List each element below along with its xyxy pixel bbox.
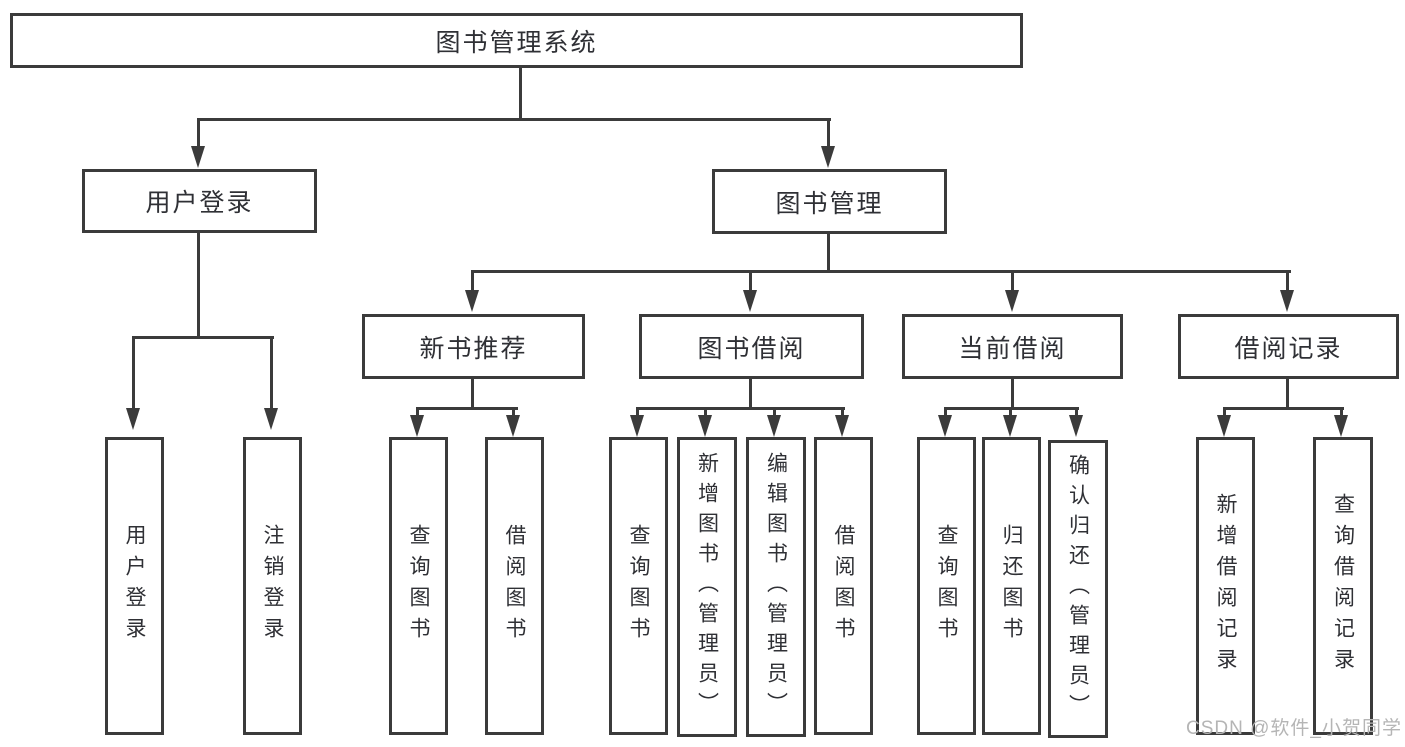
connector-drop-add-book — [704, 407, 707, 419]
connector-drop-add-borrow-record — [1223, 407, 1226, 419]
node-book-borrow: 图书借阅 — [639, 314, 864, 379]
arrowhead-down-query-book-1 — [410, 415, 424, 437]
connector-book-management-stem — [827, 232, 830, 273]
arrowhead-down-add-borrow-record — [1217, 415, 1231, 437]
leaf-borrow-book-1-label: 借阅图书 — [503, 524, 526, 648]
leaf-query-borrow-record-label: 查询借阅记录 — [1331, 493, 1355, 679]
connector-drop-borrow-book-2 — [841, 407, 844, 419]
csdn-watermark: CSDN @软件_小贺同学 — [1186, 718, 1402, 739]
arrowhead-down-leaf-logout — [264, 408, 278, 430]
leaf-user-login-label: 用户登录 — [123, 524, 146, 648]
leaf-query-borrow-record: 查询借阅记录 — [1313, 437, 1373, 735]
node-user-login-label: 用户登录 — [145, 189, 254, 217]
leaf-confirm-return-admin: 确认归还（管理员） — [1048, 440, 1108, 738]
arrowhead-down-book-management — [821, 146, 835, 168]
leaf-query-book-2: 查询图书 — [609, 437, 668, 735]
connector-drop-borrow-book-1 — [512, 407, 515, 419]
leaf-borrow-book-1: 借阅图书 — [485, 437, 544, 735]
connector-drop-book-management — [827, 118, 830, 150]
node-borrow-record-label: 借阅记录 — [1234, 334, 1343, 363]
leaf-return-book: 归还图书 — [982, 437, 1041, 735]
leaf-return-book-label: 归还图书 — [1000, 524, 1023, 648]
leaf-logout: 注销登录 — [243, 437, 302, 735]
leaf-confirm-return-admin-label: 确认归还（管理员） — [1066, 454, 1090, 724]
leaf-query-book-1: 查询图书 — [389, 437, 448, 735]
arrowhead-down-user-login — [191, 146, 205, 168]
arrowhead-down-edit-book — [767, 415, 781, 437]
node-root-label: 图书管理系统 — [435, 28, 598, 57]
node-borrow-record: 借阅记录 — [1178, 314, 1399, 379]
arrowhead-down-borrow-book-1 — [506, 415, 520, 437]
leaf-borrow-book-2: 借阅图书 — [814, 437, 873, 735]
arrowhead-down-borrow-book-2 — [835, 415, 849, 437]
node-current-borrow-label: 当前借阅 — [958, 334, 1067, 363]
connector-drop-leaf-user-login — [132, 336, 135, 412]
connector-book-borrow-stem — [749, 377, 752, 410]
node-root-library-system: 图书管理系统 — [10, 13, 1023, 68]
node-new-book-recommend: 新书推荐 — [362, 314, 585, 379]
leaf-query-book-2-label: 查询图书 — [627, 524, 650, 648]
connector-borrow-record-stem — [1286, 377, 1289, 410]
connector-level2-split — [197, 118, 831, 121]
arrowhead-down-book-borrow — [743, 290, 757, 312]
connector-book-borrow-split — [636, 407, 845, 410]
leaf-logout-label: 注销登录 — [261, 524, 284, 648]
leaf-user-login: 用户登录 — [105, 437, 164, 735]
connector-drop-query-book-1 — [416, 407, 419, 419]
arrowhead-down-leaf-user-login — [126, 408, 140, 430]
leaf-query-book-3-label: 查询图书 — [935, 524, 958, 648]
leaf-edit-book-admin-label: 编辑图书（管理员） — [764, 452, 788, 722]
node-book-management: 图书管理 — [712, 169, 947, 234]
connector-drop-user-login — [197, 118, 200, 150]
leaf-edit-book-admin: 编辑图书（管理员） — [746, 437, 806, 737]
connector-drop-confirm-return — [1075, 407, 1078, 419]
arrowhead-down-query-book-3 — [938, 415, 952, 437]
connector-new-book-stem — [471, 377, 474, 410]
connector-drop-edit-book — [773, 407, 776, 419]
arrowhead-down-confirm-return — [1069, 415, 1083, 437]
leaf-query-book-3: 查询图书 — [917, 437, 976, 735]
leaf-query-book-1-label: 查询图书 — [407, 524, 430, 648]
node-current-borrow: 当前借阅 — [902, 314, 1123, 379]
node-new-book-recommend-label: 新书推荐 — [419, 334, 528, 363]
leaf-add-book-admin: 新增图书（管理员） — [677, 437, 737, 737]
arrowhead-down-return-book — [1003, 415, 1017, 437]
node-user-login: 用户登录 — [82, 169, 317, 233]
connector-drop-leaf-logout — [270, 336, 273, 412]
node-book-borrow-label: 图书借阅 — [697, 334, 806, 363]
leaf-add-book-admin-label: 新增图书（管理员） — [695, 452, 719, 722]
leaf-borrow-book-2-label: 借阅图书 — [832, 524, 855, 648]
leaf-add-borrow-record-label: 新增借阅记录 — [1214, 493, 1237, 679]
arrowhead-down-current-borrow — [1005, 290, 1019, 312]
connector-current-borrow-stem — [1011, 377, 1014, 410]
arrowhead-down-borrow-record — [1280, 290, 1294, 312]
arrowhead-down-add-book — [698, 415, 712, 437]
node-book-management-label: 图书管理 — [775, 189, 884, 218]
connector-drop-borrow-record — [1286, 270, 1289, 296]
connector-borrow-record-split — [1223, 407, 1344, 410]
connector-user-login-split — [132, 336, 274, 339]
connector-root-stem — [519, 66, 522, 121]
connector-new-book-split — [416, 407, 518, 410]
arrowhead-down-new-book — [465, 290, 479, 312]
connector-drop-book-borrow — [749, 270, 752, 296]
leaf-add-borrow-record: 新增借阅记录 — [1196, 437, 1255, 735]
connector-drop-current-borrow — [1011, 270, 1014, 296]
arrowhead-down-query-book-2 — [630, 415, 644, 437]
connector-user-login-stem — [197, 231, 200, 338]
connector-drop-new-book — [471, 270, 474, 296]
arrowhead-down-query-borrow-record — [1334, 415, 1348, 437]
connector-drop-query-borrow-record — [1340, 407, 1343, 419]
connector-drop-query-book-2 — [636, 407, 639, 419]
connector-drop-return-book — [1009, 407, 1012, 419]
connector-drop-query-book-3 — [944, 407, 947, 419]
connector-level3-split — [471, 270, 1291, 273]
